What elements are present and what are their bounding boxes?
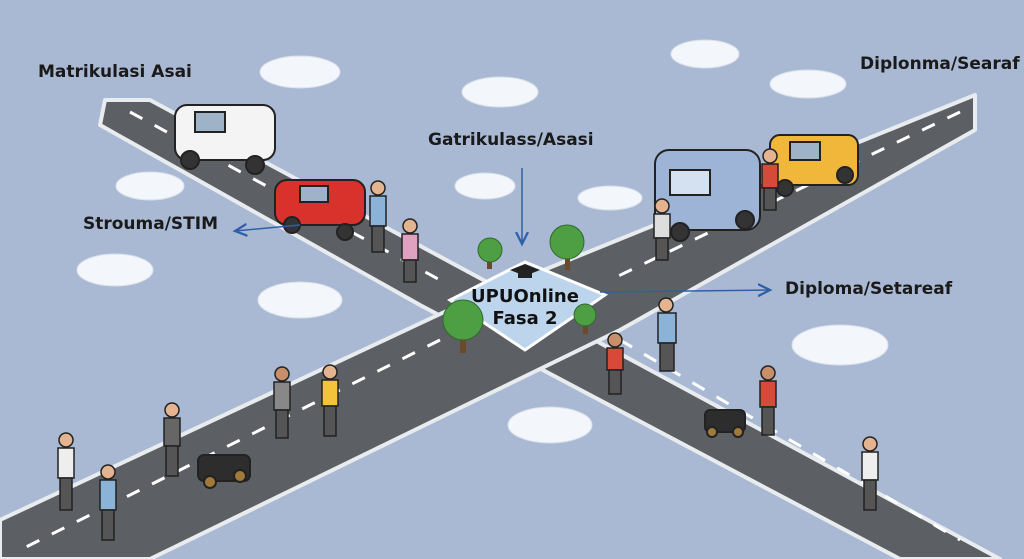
center-title-line1: UPUOnline (471, 286, 579, 307)
person (273, 366, 291, 439)
center-plaza (447, 260, 609, 352)
red-car (274, 179, 366, 241)
arrows (235, 168, 770, 292)
cloud (791, 324, 889, 366)
person (57, 432, 75, 511)
cloud (461, 76, 539, 108)
black-car (704, 409, 746, 438)
label-right-mid: Diploma/Setareaf (785, 279, 953, 299)
person (861, 436, 879, 511)
blue-van (654, 149, 761, 242)
tree (549, 224, 585, 270)
person (321, 364, 339, 437)
center-title-line2: Fasa 2 (492, 308, 558, 329)
cloud (454, 172, 516, 200)
cloud (769, 69, 847, 99)
arrow-left (235, 225, 301, 231)
cloud (507, 406, 593, 444)
label-top-center: Gatrikulass/Asasi (428, 130, 594, 150)
lane-marking (619, 338, 961, 542)
black-car (197, 454, 251, 489)
person (606, 332, 624, 395)
yellow-car (769, 134, 859, 197)
cloud (577, 185, 643, 211)
white-van (174, 104, 276, 175)
lane-marking (609, 110, 961, 282)
label-top-right: Diplonma/Searaf (860, 54, 1020, 74)
person (759, 365, 777, 436)
person (653, 198, 671, 261)
people (57, 148, 879, 541)
cloud (257, 281, 343, 319)
arrow-right (599, 290, 770, 292)
tree (477, 237, 503, 269)
clouds (76, 39, 889, 444)
cloud (670, 39, 740, 69)
cloud (259, 55, 341, 89)
center-title: UPUOnline Fasa 2 (460, 286, 590, 330)
cloud (115, 171, 185, 201)
cloud (76, 253, 154, 287)
person (761, 148, 779, 211)
person (401, 218, 419, 283)
label-top-left: Matrikulasi Asai (38, 62, 192, 82)
label-left-mid: Strouma/STIM (83, 214, 219, 234)
tree (573, 303, 597, 334)
graduation-cap-icon (510, 264, 540, 278)
tree (442, 299, 484, 353)
trees (442, 224, 597, 353)
person (99, 464, 117, 541)
person (163, 402, 181, 477)
person (657, 297, 677, 372)
lane-marking (19, 338, 441, 552)
person (369, 180, 387, 253)
vehicles (174, 104, 859, 489)
